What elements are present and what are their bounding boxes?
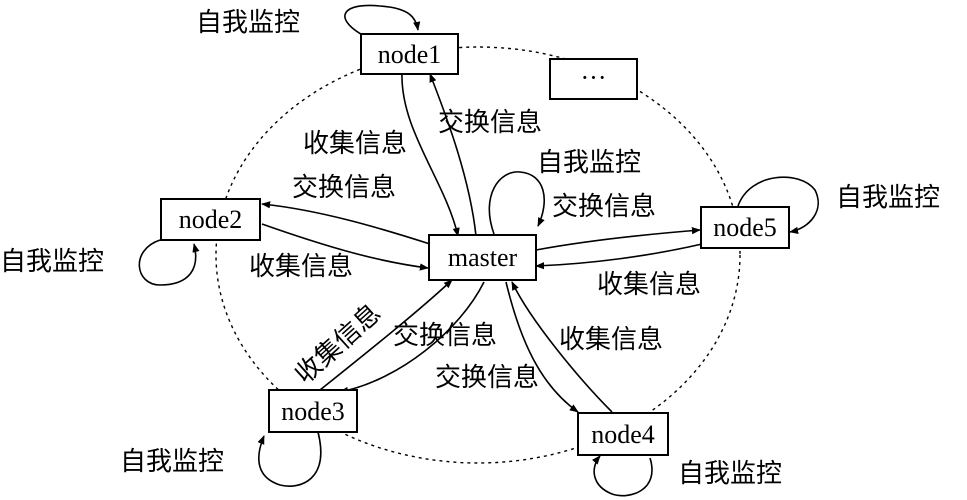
node4-box: [577, 412, 669, 456]
ellipsis-label: ···: [581, 63, 607, 92]
edge-node4-to-master-collect: [511, 281, 613, 413]
edge-master-to-node2-exchange: [261, 201, 431, 245]
ellipsis-box: [549, 58, 638, 100]
exchange-info-label-node1: 交换信息: [438, 108, 542, 138]
edge-master-to-node3-exchange: [339, 281, 485, 394]
edge-master-to-node4-exchange: [505, 281, 579, 413]
exchange-info-label-node5: 交换信息: [552, 192, 656, 222]
node5-box: [700, 206, 790, 249]
edge-node5-to-master-collect: [535, 243, 703, 270]
node3-box: [268, 389, 358, 433]
loop-node2-self: [138, 239, 200, 286]
loop-master-self: [488, 171, 546, 235]
self-monitor-label-master: 自我监控: [537, 148, 641, 178]
collect-info-label-node2: 收集信息: [249, 252, 353, 282]
node2-box: [160, 198, 261, 241]
self-monitor-label-node4: 自我监控: [678, 459, 782, 489]
master-label: master: [448, 243, 518, 272]
exchange-info-label-node2: 交换信息: [292, 173, 396, 203]
collect-info-label-node3: 收集信息: [290, 298, 387, 390]
exchange-info-label-node3: 交换信息: [393, 321, 497, 351]
self-monitor-label-node5: 自我监控: [836, 183, 940, 213]
self-monitor-label-node1: 自我监控: [196, 8, 300, 38]
edges: [138, 4, 819, 497]
edge-node2-to-master-collect: [261, 223, 429, 271]
self-monitor-label-node3: 自我监控: [120, 447, 224, 477]
collect-info-label-node4: 收集信息: [559, 325, 663, 355]
loop-node5-self: [737, 176, 819, 234]
loop-node3-self: [257, 431, 322, 487]
collect-info-label-node1: 收集信息: [303, 129, 407, 159]
node4-label: node4: [591, 420, 655, 449]
node1-label: node1: [378, 40, 442, 69]
node1-box: [360, 33, 459, 75]
node2-label: node2: [179, 205, 243, 234]
collect-info-label-node5: 收集信息: [597, 270, 701, 300]
loop-node1-self: [344, 4, 421, 41]
node3-label: node3: [281, 397, 345, 426]
edge-node1-to-master-collect: [401, 71, 460, 237]
loop-node4-self: [592, 455, 653, 497]
self-monitor-label-node2: 自我监控: [0, 247, 104, 277]
edge-node3-to-master-collect: [319, 279, 453, 391]
cluster-ring: [215, 46, 741, 464]
exchange-info-label-node4: 交换信息: [435, 363, 539, 393]
node5-label: node5: [713, 213, 777, 242]
edge-master-to-node5-exchange: [535, 227, 701, 251]
master-box: [428, 234, 537, 281]
edge-master-to-node1-exchange: [429, 73, 477, 237]
